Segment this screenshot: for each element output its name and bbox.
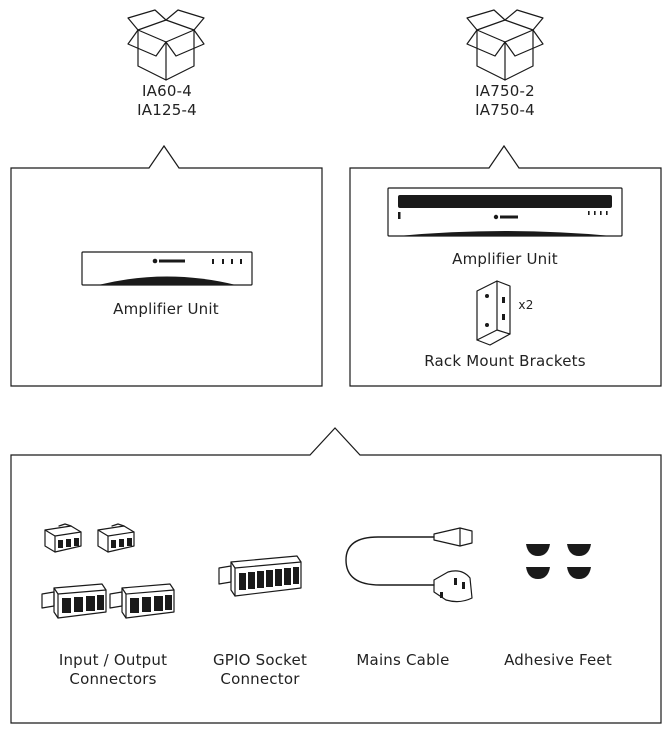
left-callout-box bbox=[10, 144, 323, 387]
rack-bracket-label: Rack Mount Brackets bbox=[424, 352, 586, 370]
left-model-1: IA60-4 bbox=[142, 82, 192, 100]
left-model-2: IA125-4 bbox=[137, 101, 197, 119]
left-amplifier-label: Amplifier Unit bbox=[113, 300, 219, 318]
adhesive-feet-icon bbox=[526, 544, 591, 579]
io-connector-small-icon bbox=[44, 523, 135, 553]
gpio-connector-icon bbox=[218, 555, 302, 597]
amplifier-unit-small-icon bbox=[81, 251, 253, 286]
common-callout-box bbox=[10, 427, 662, 724]
adhesive-feet-label: Adhesive Feet bbox=[504, 651, 612, 669]
open-box-icon-left bbox=[127, 9, 205, 81]
right-model-1: IA750-2 bbox=[475, 82, 535, 100]
io-connectors-label: Input / Output Connectors bbox=[58, 651, 168, 688]
io-connector-large-icon bbox=[41, 583, 175, 619]
rack-bracket-icon bbox=[476, 280, 511, 346]
mains-cable-icon bbox=[345, 527, 473, 603]
gpio-connector-label: GPIO Socket Connector bbox=[212, 651, 308, 688]
right-amplifier-label: Amplifier Unit bbox=[452, 250, 558, 268]
open-box-icon-right bbox=[466, 9, 544, 81]
amplifier-unit-rack-icon bbox=[387, 187, 623, 237]
bracket-qty-label: x2 bbox=[518, 298, 534, 312]
right-model-2: IA750-4 bbox=[475, 101, 535, 119]
mains-cable-label: Mains Cable bbox=[356, 651, 450, 669]
